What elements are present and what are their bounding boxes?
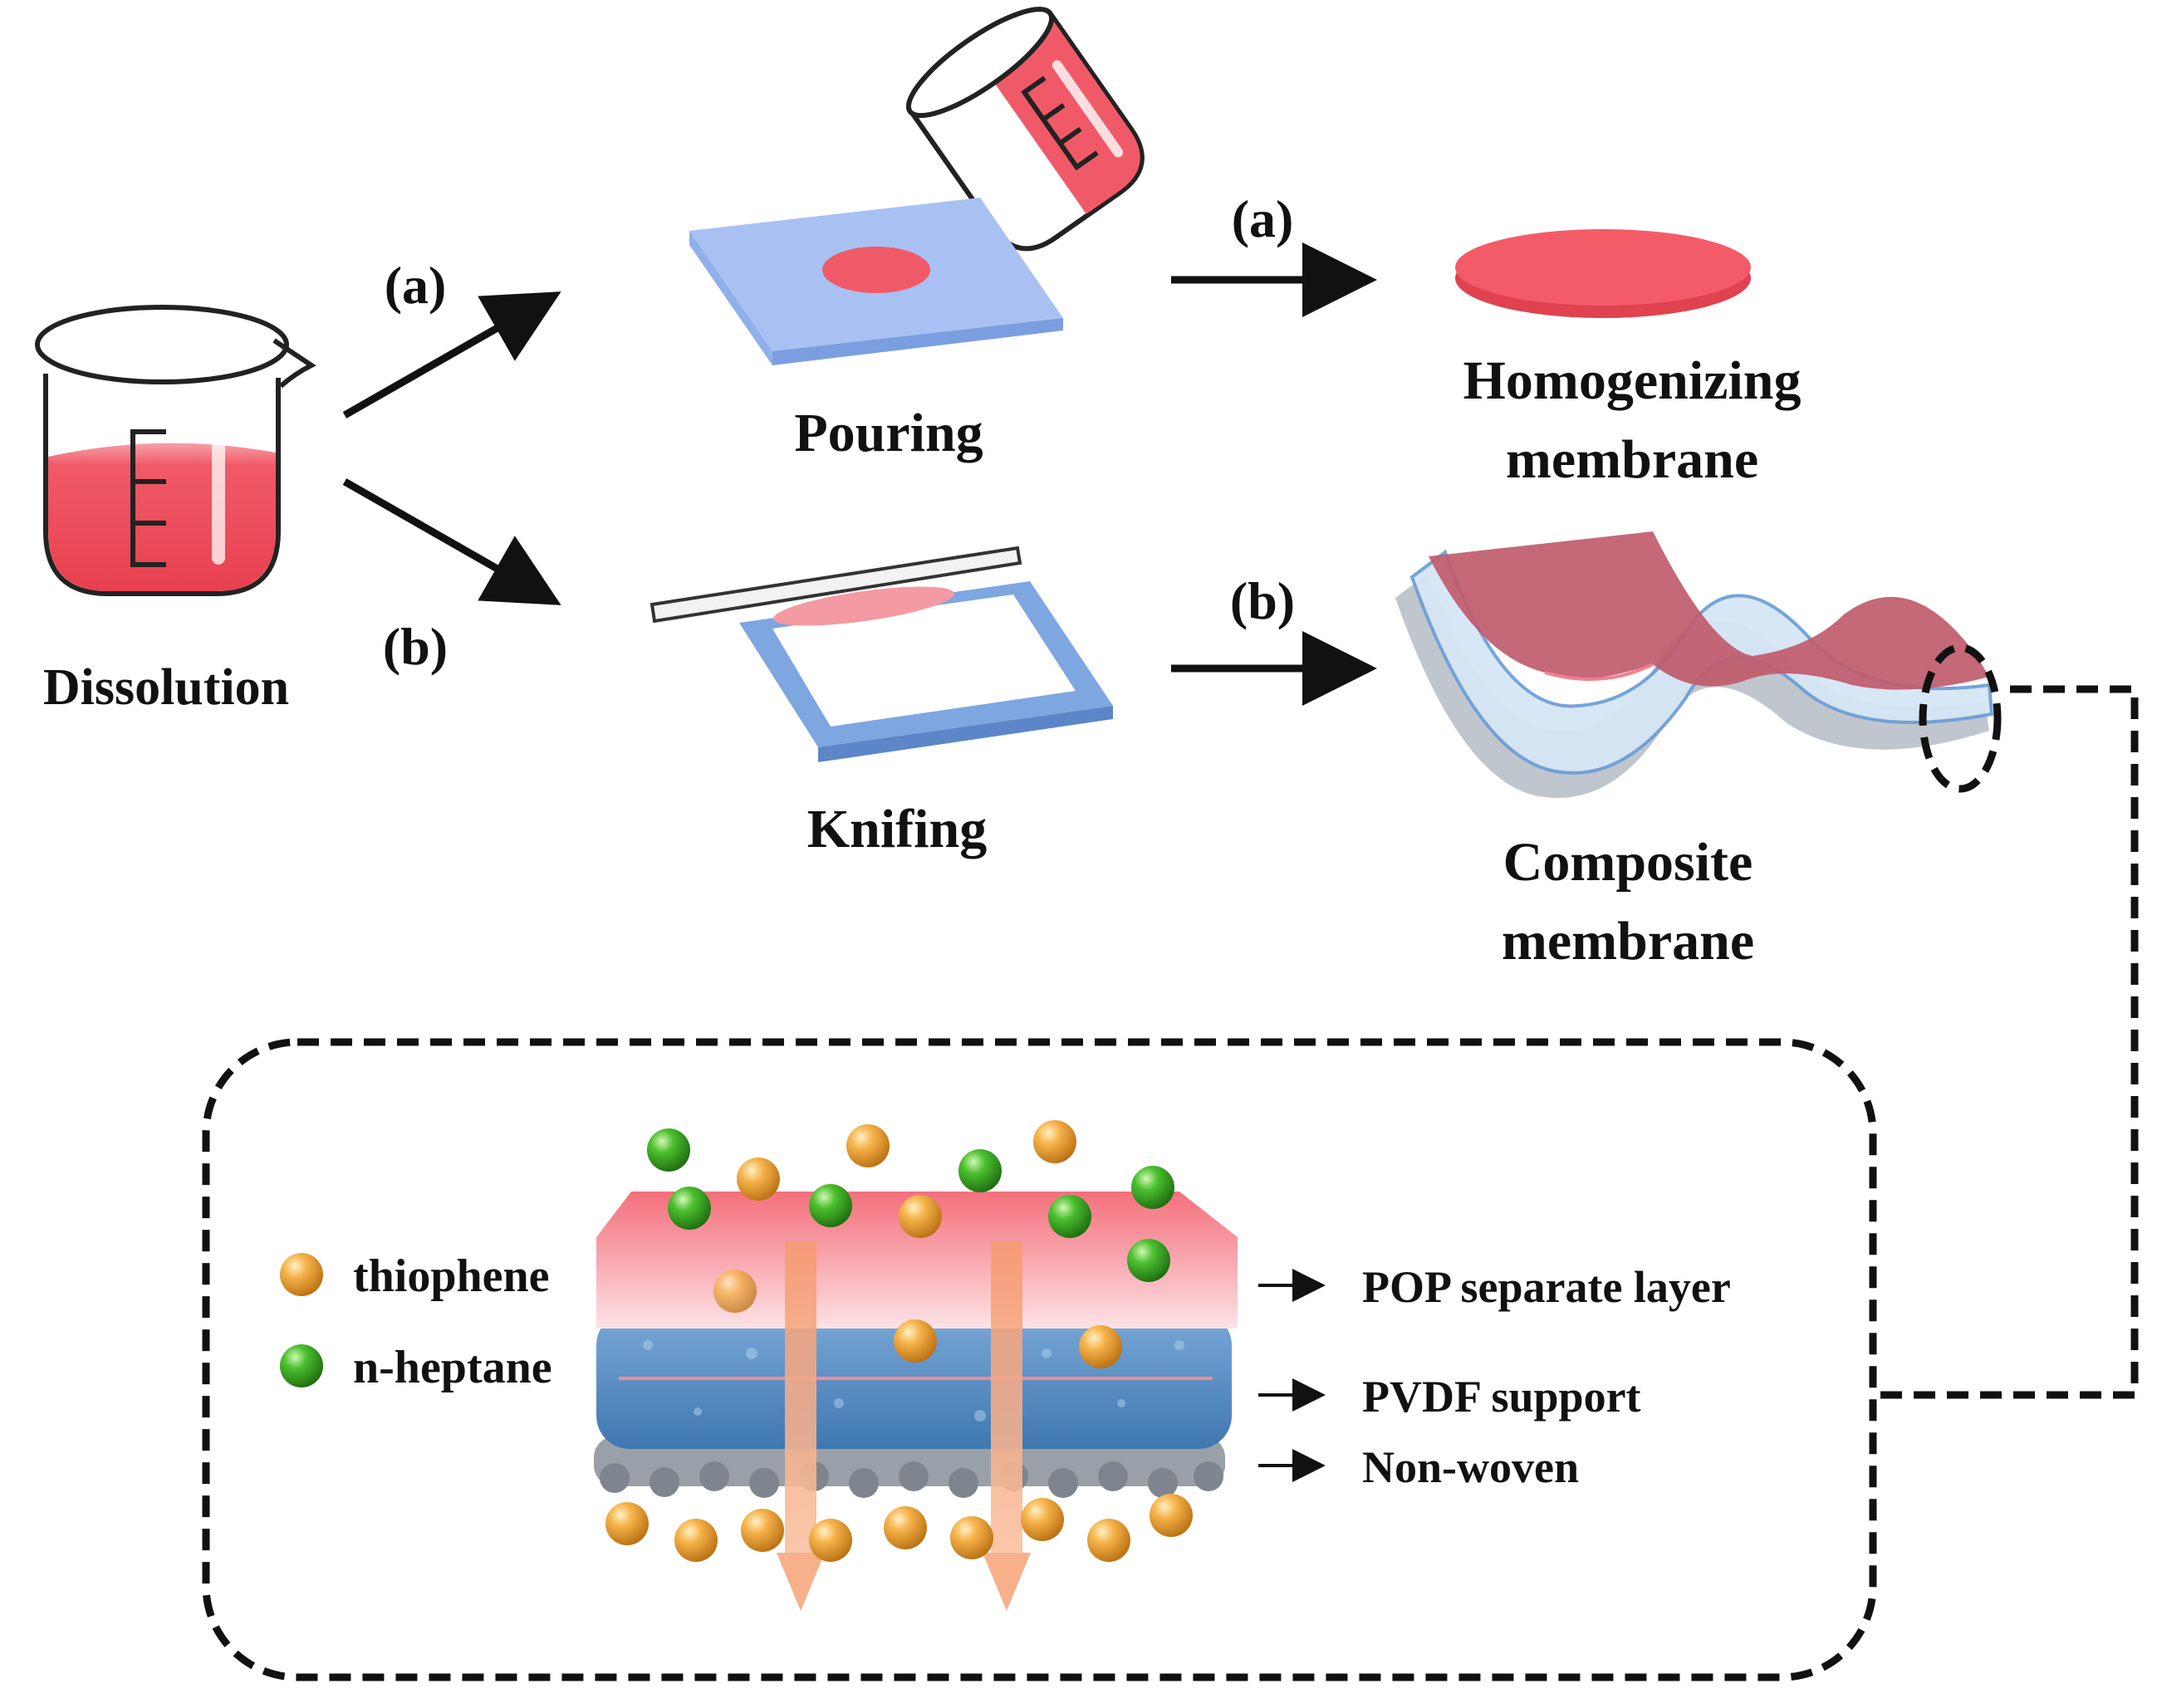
poured-solution xyxy=(822,247,930,293)
thiophene-molecule xyxy=(894,1319,937,1363)
n-heptane-molecule xyxy=(958,1149,1002,1192)
thiophene-molecule xyxy=(1079,1325,1122,1368)
knifing-label: Knifing xyxy=(807,799,987,859)
branch-arrow-b xyxy=(342,478,561,605)
dissolution-label: Dissolution xyxy=(43,659,289,716)
n-heptane-molecule xyxy=(647,1128,690,1172)
n-heptane-molecule xyxy=(1127,1239,1170,1282)
pop-layer-label: POP separate layer xyxy=(1362,1262,1731,1312)
thiophene-molecule xyxy=(1033,1120,1076,1163)
thiophene-legend-icon xyxy=(280,1253,323,1296)
dissolution-beaker-icon xyxy=(35,305,316,596)
flow-arrow-left xyxy=(777,1241,825,1611)
thiophene-molecule xyxy=(1021,1498,1064,1541)
thiophene-molecule xyxy=(741,1509,784,1552)
thiophene-molecule xyxy=(884,1506,927,1549)
n-heptane-molecule xyxy=(1048,1195,1091,1238)
magnify-ring xyxy=(1919,644,2002,793)
permeate-molecules xyxy=(605,1494,1193,1562)
n-heptane-molecule xyxy=(668,1187,711,1230)
feed-molecules xyxy=(647,1120,1174,1282)
composite-label-line1: Composite xyxy=(1503,832,1753,893)
homogenizing-label-line2: membrane xyxy=(1506,429,1758,490)
composite-membrane-sheets xyxy=(1395,531,1994,798)
n-heptane-legend-icon xyxy=(280,1344,323,1387)
thiophene-molecule xyxy=(846,1124,890,1167)
arrow-a-label: (a) xyxy=(1232,189,1294,248)
zoom-connector xyxy=(1873,685,2139,1399)
n-heptane-molecule xyxy=(1131,1166,1174,1209)
pvdf-layer-label: PVDF support xyxy=(1362,1372,1641,1422)
thiophene-legend-label: thiophene xyxy=(353,1250,550,1302)
thiophene-molecule xyxy=(1087,1519,1130,1562)
branch-arrow-a xyxy=(342,291,561,418)
thiophene-molecule xyxy=(1150,1494,1193,1537)
thiophene-molecule xyxy=(899,1195,942,1238)
thiophene-molecule xyxy=(950,1516,993,1559)
arrow-b-label: (b) xyxy=(1230,571,1295,630)
permeating-molecules xyxy=(713,1270,1122,1368)
pouring-beaker-icon xyxy=(905,7,1145,252)
knife-blade xyxy=(650,546,1022,624)
zoom-panel xyxy=(202,1038,1877,1681)
route-b-label: (b) xyxy=(383,617,448,676)
knifed-solution xyxy=(773,586,954,626)
thiophene-molecule xyxy=(713,1270,757,1313)
n-heptane-legend-label: n-heptane xyxy=(353,1342,552,1393)
pouring-label: Pouring xyxy=(794,403,983,463)
thiophene-molecule xyxy=(605,1502,649,1545)
homogenizing-label-line1: Homogenizing xyxy=(1463,350,1802,411)
route-a-label: (a) xyxy=(385,256,447,315)
composite-label-line2: membrane xyxy=(1502,911,1754,971)
n-heptane-molecule xyxy=(809,1184,852,1227)
thiophene-molecule xyxy=(737,1157,780,1201)
homogenizing-membrane-disc xyxy=(1455,229,1751,318)
nonwoven-layer-label: Non-woven xyxy=(1362,1442,1579,1492)
thiophene-molecule xyxy=(674,1519,718,1562)
thiophene-molecule xyxy=(809,1519,852,1562)
flow-arrow-right xyxy=(983,1241,1031,1611)
